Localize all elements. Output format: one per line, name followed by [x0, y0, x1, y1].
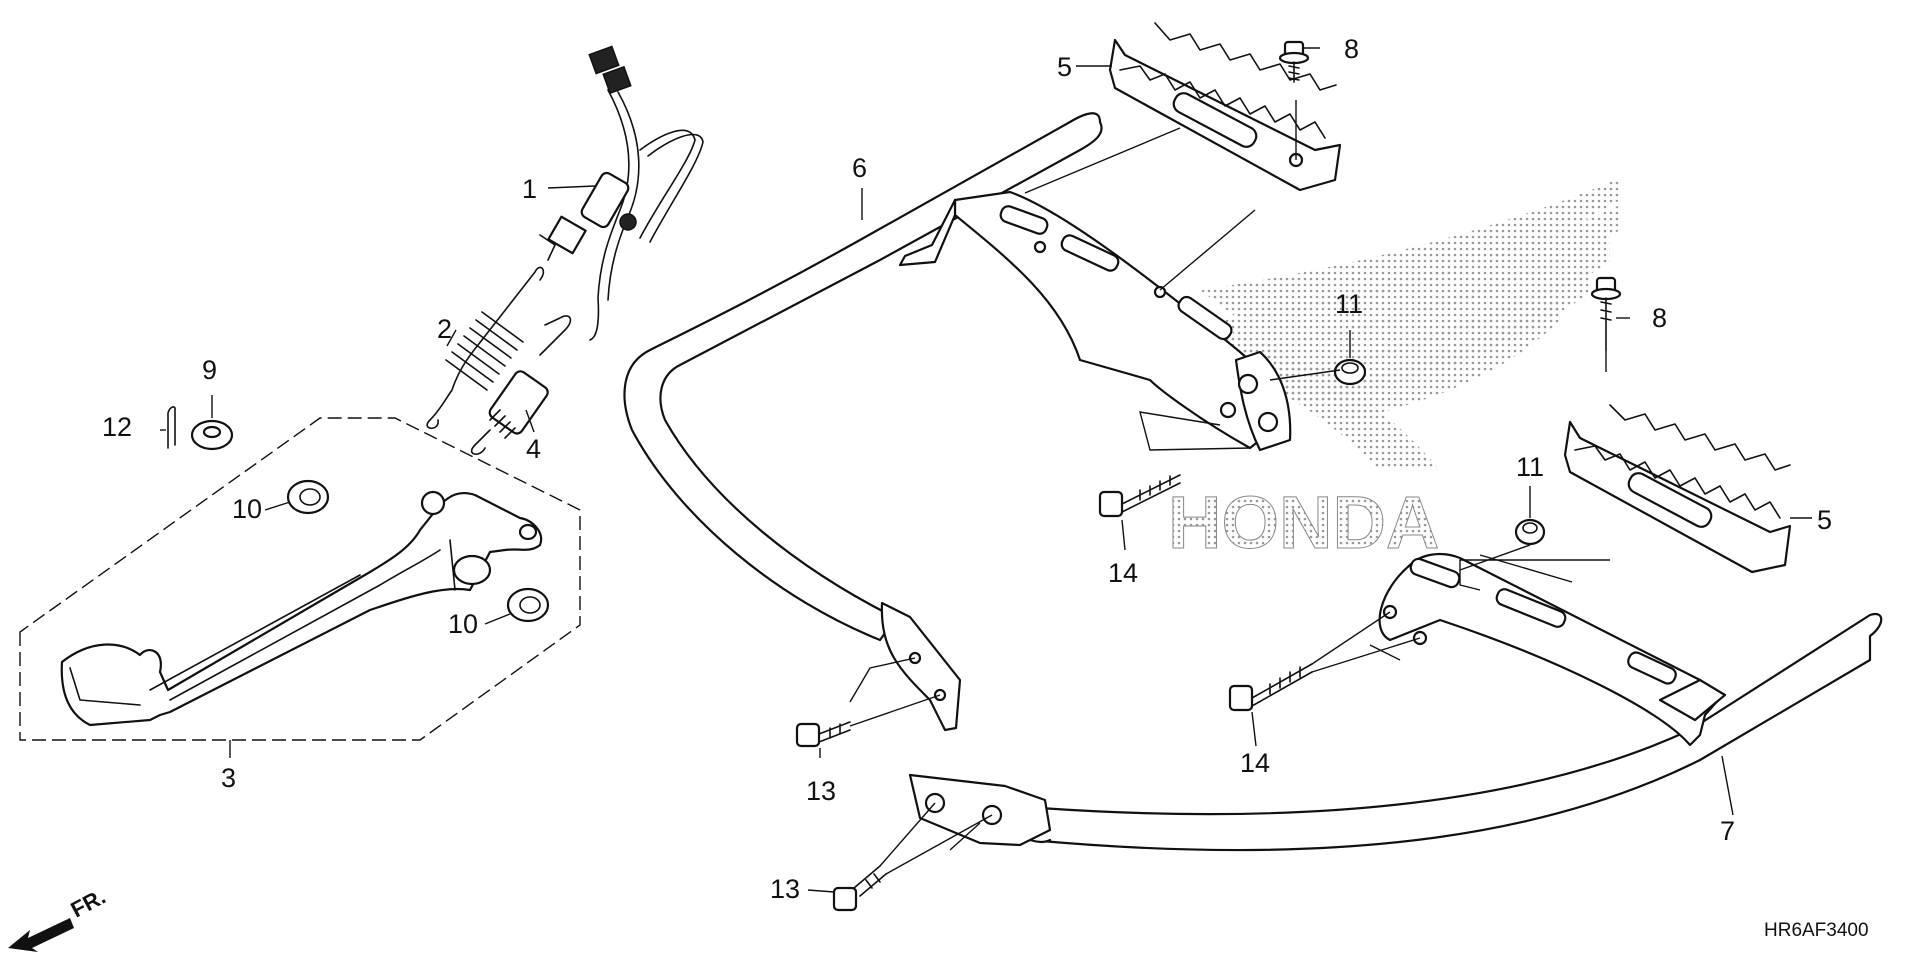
assembly-guide-lines: [849, 100, 1610, 875]
flange-bolt-8a: [1278, 40, 1310, 83]
bushing-10b: [506, 587, 550, 623]
callout-14a: 14: [1108, 558, 1138, 588]
flange-bolt-8b: [1590, 276, 1622, 351]
footpeg-5b: [1563, 404, 1792, 574]
brake-switch-harness: [539, 45, 704, 341]
flange-bolt-14a: [1098, 474, 1181, 518]
footrest-frame-left: [623, 112, 1292, 732]
callout-11a: 11: [1335, 289, 1363, 319]
callout-11b: 11: [1516, 452, 1544, 482]
callout-2: 2: [437, 314, 452, 344]
callout-10b: 10: [448, 609, 478, 639]
flange-bolt-13a: [795, 721, 851, 748]
callout-8a: 8: [1344, 34, 1359, 64]
callout-4: 4: [526, 434, 541, 464]
washer-9: [190, 419, 234, 451]
callout-5a: 5: [1057, 52, 1072, 82]
pedal-group-outline: [19, 417, 581, 741]
callout-5b: 5: [1817, 505, 1832, 535]
front-direction-label: FR.: [67, 884, 110, 923]
spring-rod: [470, 315, 572, 455]
callout-1: 1: [522, 174, 537, 204]
callout-8b: 8: [1652, 303, 1667, 333]
return-spring: [426, 266, 545, 430]
callout-6: 6: [852, 153, 867, 183]
callout-14b: 14: [1240, 748, 1270, 778]
leader-lines: [160, 47, 1812, 893]
callout-13b: 13: [770, 874, 800, 904]
callout-3: 3: [221, 763, 236, 793]
flange-bolt-13b: [832, 865, 887, 912]
callout-9: 9: [202, 355, 217, 385]
callout-labels: 1 2 3 4 5 5 6 7 8 8 9 10 10 11 11 12 13 …: [102, 34, 1832, 904]
callout-13a: 13: [806, 776, 836, 806]
diagram-code: HR6AF3400: [1764, 920, 1869, 941]
callout-10a: 10: [232, 494, 262, 524]
flange-bolt-14b: [1228, 663, 1313, 712]
nut-11b: [1514, 518, 1546, 546]
callout-12: 12: [102, 412, 132, 442]
footpeg-5a: [1108, 22, 1342, 192]
nut-11a: [1333, 358, 1367, 386]
bushing-10a: [286, 479, 330, 515]
footrest-frame-right: [908, 552, 1883, 852]
cotter-pin-12: [167, 406, 176, 449]
callout-7: 7: [1720, 816, 1735, 846]
front-direction-arrow: FR.: [8, 884, 110, 952]
brake-pedal: [19, 417, 581, 741]
honda-watermark-text: HONDA: [1168, 481, 1439, 564]
